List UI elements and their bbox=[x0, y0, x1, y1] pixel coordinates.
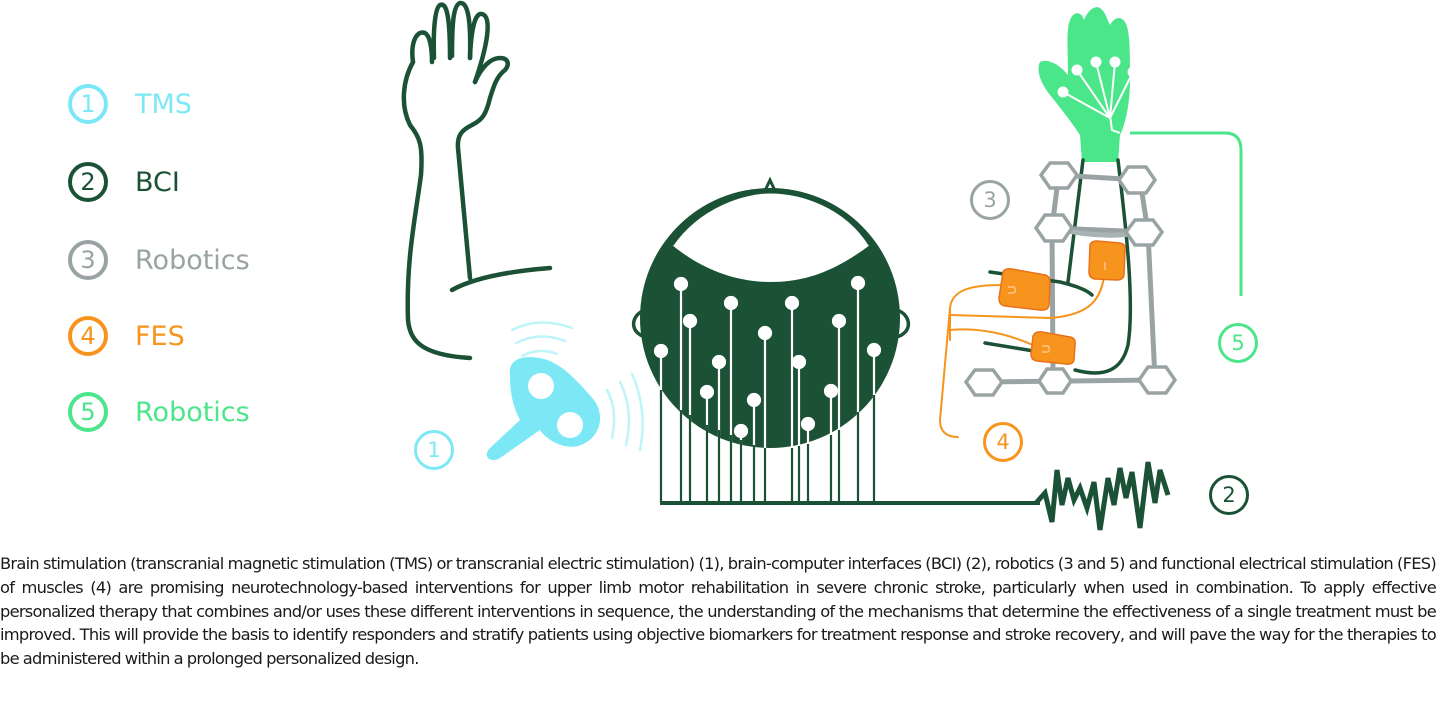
legend-label-fes: FES bbox=[135, 320, 185, 352]
legend-label-robotics-5: Robotics bbox=[135, 396, 250, 428]
marker-fes: 4 bbox=[983, 422, 1023, 462]
exoskeleton-arm-icon bbox=[963, 158, 1178, 397]
legend-badge-5: 5 bbox=[68, 392, 108, 432]
legend-item-robotics-3: 3 Robotics bbox=[68, 236, 250, 284]
marker-robotics-glove: 5 bbox=[1218, 323, 1258, 363]
legend-badge-1: 1 bbox=[68, 84, 108, 124]
robotic-glove-hand-icon bbox=[1038, 7, 1243, 296]
marker-robotics-exo: 3 bbox=[970, 180, 1010, 220]
legend-badge-4: 4 bbox=[68, 316, 108, 356]
legend-badge-2: 2 bbox=[68, 162, 108, 202]
legend-label-tms: TMS bbox=[135, 88, 192, 120]
legend-badge-3: 3 bbox=[68, 240, 108, 280]
marker-tms: 1 bbox=[414, 430, 454, 470]
fes-electrodes-icon bbox=[938, 240, 1126, 438]
eeg-cap-head-icon bbox=[631, 176, 1040, 505]
legend-item-bci: 2 BCI bbox=[68, 158, 180, 206]
legend-item-tms: 1 TMS bbox=[68, 80, 192, 128]
eeg-signal-waveform-icon bbox=[1034, 461, 1171, 531]
legend-item-fes: 4 FES bbox=[68, 312, 185, 360]
legend-label-robotics-3: Robotics bbox=[135, 244, 250, 276]
figure-caption: Brain stimulation (transcranial magnetic… bbox=[0, 554, 1437, 669]
legend-item-robotics-5: 5 Robotics bbox=[68, 388, 250, 436]
marker-bci: 2 bbox=[1209, 475, 1249, 515]
legend-label-bci: BCI bbox=[135, 166, 180, 198]
raised-arm-outline-icon bbox=[401, 0, 553, 361]
tms-coil-icon bbox=[486, 321, 644, 461]
illustration bbox=[401, 0, 1243, 531]
